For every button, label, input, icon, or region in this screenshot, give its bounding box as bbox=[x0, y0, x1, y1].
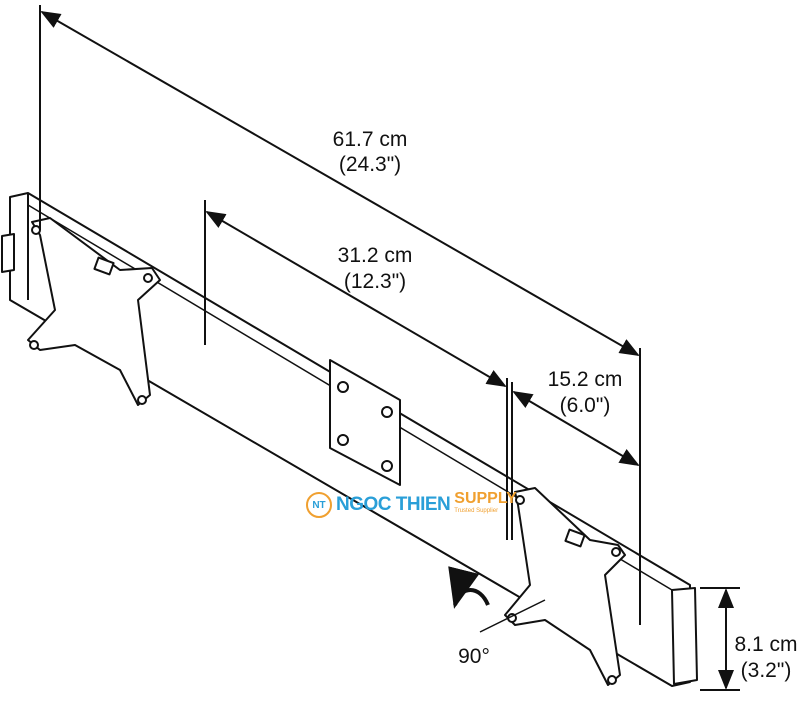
right-vesa-plate bbox=[504, 487, 626, 686]
inner-imperial: (12.3") bbox=[343, 270, 407, 293]
dim-overall-line bbox=[40, 11, 640, 356]
watermark-brand: NGOC THIEN bbox=[336, 494, 451, 515]
overall-metric: 61.7 cm bbox=[332, 128, 408, 151]
dim-offset-line bbox=[512, 390, 640, 467]
offset-metric: 15.2 cm bbox=[547, 368, 623, 391]
watermark-tagline: Trusted Supplier bbox=[454, 508, 499, 514]
inner-metric: 31.2 cm bbox=[337, 244, 413, 267]
overall-imperial: (24.3") bbox=[338, 153, 402, 176]
dim-inner-line bbox=[205, 210, 507, 388]
watermark-logo-mark: NT bbox=[306, 492, 332, 518]
rotate-arrow-icon bbox=[448, 566, 490, 609]
left-end-cap bbox=[1, 233, 15, 273]
watermark-brand2: SUPPLY bbox=[454, 490, 517, 507]
height-imperial: (3.2") bbox=[740, 659, 792, 682]
offset-imperial: (6.0") bbox=[559, 394, 611, 417]
watermark-logo: NT NGOC THIEN SUPPLY Trusted Supplier bbox=[306, 490, 517, 518]
height-metric: 8.1 cm bbox=[734, 633, 798, 656]
right-end-cap bbox=[671, 587, 698, 685]
rotation-label: 90° bbox=[458, 645, 490, 668]
